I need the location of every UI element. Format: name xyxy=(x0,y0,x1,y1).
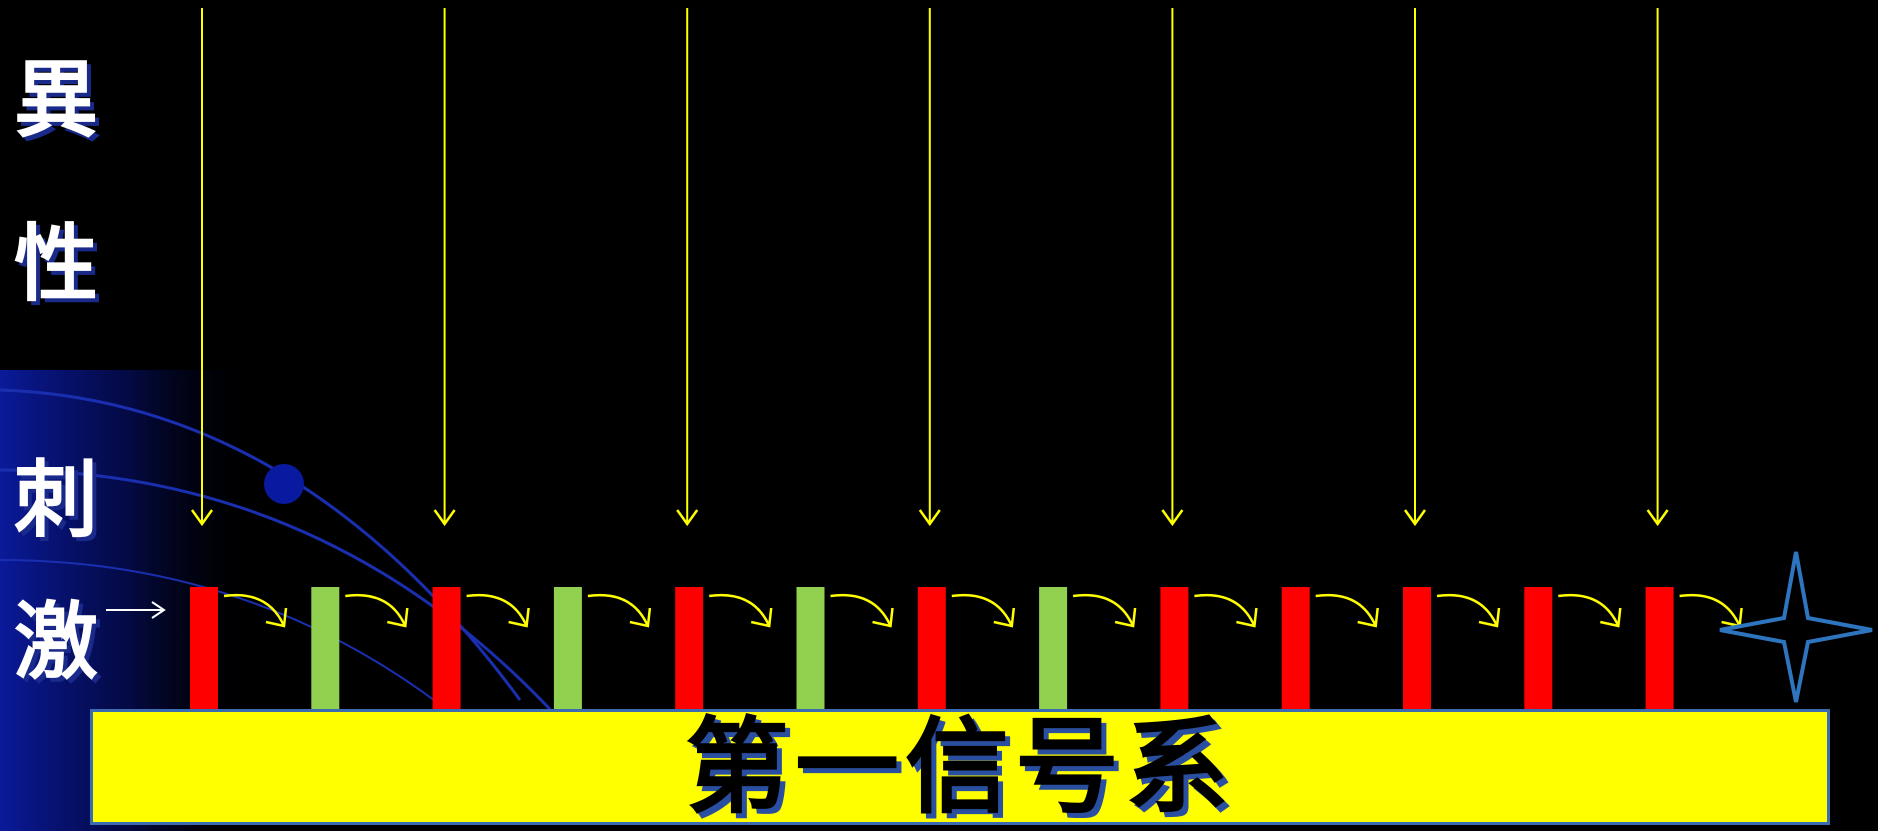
down-arrowhead xyxy=(1403,509,1427,527)
curved-arrow xyxy=(830,593,892,627)
curved-arrow xyxy=(587,593,650,627)
side-label-char-2: 性 xyxy=(14,215,99,313)
decor-curve xyxy=(0,559,461,721)
curved-arrowhead xyxy=(1600,607,1622,628)
stimulus-arrows xyxy=(190,8,1669,527)
decor-curve xyxy=(0,468,562,722)
banner: 第一信号系 xyxy=(90,709,1830,825)
signal-bar-green xyxy=(311,587,340,710)
down-arrowhead xyxy=(433,509,456,527)
side-label-char-1: 異 xyxy=(14,51,99,149)
curved-arrow xyxy=(1194,593,1256,627)
four-point-star-icon xyxy=(1719,551,1873,703)
curved-arrow xyxy=(1072,593,1135,627)
signal-bar-red xyxy=(1524,587,1553,710)
side-label-char-4: 激 xyxy=(14,593,99,691)
side-label-char-3: 刺 xyxy=(14,451,99,549)
down-arrowhead xyxy=(1646,509,1669,527)
curved-arrowhead xyxy=(1357,607,1379,628)
curved-arrow xyxy=(1558,593,1620,627)
signal-bar-red xyxy=(1281,587,1310,710)
curved-arrowhead xyxy=(629,607,652,628)
signal-bar-red xyxy=(1160,587,1189,710)
signal-bar-green xyxy=(1039,587,1068,710)
transition-arrows xyxy=(223,593,1743,628)
signal-bar-red xyxy=(675,587,704,710)
signal-bar-green xyxy=(553,587,582,710)
curved-arrowhead xyxy=(1236,607,1258,628)
down-arrowhead xyxy=(190,509,214,527)
signal-bar-red xyxy=(917,587,946,710)
curved-arrowhead xyxy=(1478,607,1501,628)
curved-arrow xyxy=(1436,593,1499,627)
star-shape xyxy=(1719,551,1873,703)
banner-title: 第一信号系 xyxy=(684,706,1235,828)
signal-bar-red xyxy=(1645,587,1674,710)
down-arrowhead xyxy=(1161,509,1184,527)
curved-arrow xyxy=(1679,593,1741,627)
down-arrowhead xyxy=(676,509,699,527)
curved-arrowhead xyxy=(265,607,288,628)
signal-bars xyxy=(190,587,1674,710)
curved-arrow xyxy=(466,593,528,627)
curved-arrowhead xyxy=(1114,607,1137,628)
input-arrow xyxy=(106,601,166,619)
signal-bar-red xyxy=(1403,587,1431,710)
curved-arrowhead xyxy=(750,607,773,628)
curved-arrowhead xyxy=(508,607,530,628)
signal-bar-red xyxy=(432,587,461,710)
curved-arrow xyxy=(951,593,1013,627)
curved-arrowhead xyxy=(993,607,1016,628)
curved-arrow xyxy=(709,593,771,627)
curved-arrow xyxy=(345,593,407,627)
curved-arrow xyxy=(223,593,286,627)
curved-arrowhead xyxy=(872,607,894,628)
curved-arrowhead xyxy=(387,607,409,628)
decor-dot xyxy=(264,464,304,504)
curved-arrow xyxy=(1315,593,1377,627)
down-arrowhead xyxy=(918,509,941,527)
signal-bar-green xyxy=(796,587,825,710)
right-arrowhead xyxy=(151,601,166,619)
signal-bar-red xyxy=(190,587,218,710)
